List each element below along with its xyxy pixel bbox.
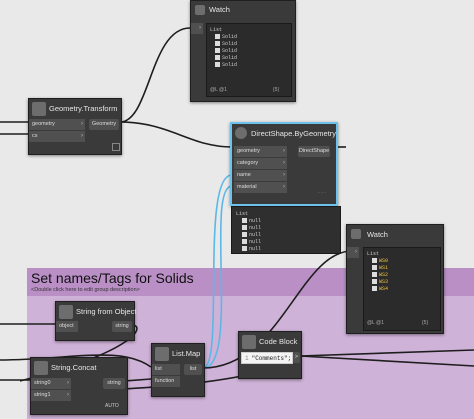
list-item: Solid — [215, 34, 237, 40]
list-map-icon — [155, 347, 169, 361]
group-title: Set names/Tags for Solids — [31, 270, 194, 286]
directshape-icon — [235, 127, 247, 139]
group-description[interactable]: <Double click here to edit group descrip… — [31, 287, 140, 293]
lacing-icon — [112, 143, 120, 151]
list-item: Solid — [215, 41, 237, 47]
watch-preview: List WS0 WS1 WS2 WS3 WS4 @L @1 {5} — [363, 247, 441, 331]
list-levels: @L @1 — [367, 320, 384, 326]
wire-transform-to-watch — [119, 27, 191, 123]
watch-node-header[interactable]: Watch — [347, 225, 443, 245]
wire-transform-to-brep — [119, 121, 233, 148]
list-count: {5} — [422, 320, 429, 326]
watch-node-top[interactable]: Watch › List Solid Solid Solid Solid Sol… — [190, 0, 296, 102]
node-title: Code Block — [259, 337, 298, 346]
line-number: 1 — [245, 355, 249, 362]
output-port-directshape[interactable]: DirectShape — [298, 146, 330, 157]
watch-preview: List Solid Solid Solid Solid Solid @L @1… — [206, 23, 292, 97]
list-item: WS4 — [372, 286, 388, 292]
node-header[interactable]: DirectShape.ByGeometry — [232, 124, 336, 144]
node-title: List.Map — [172, 349, 201, 358]
node-header[interactable]: String from Object — [56, 302, 137, 322]
list-levels: @L @1 — [210, 87, 227, 93]
node-title: String.Concat — [51, 363, 97, 372]
output-port-string[interactable]: string — [103, 378, 125, 389]
directshape-preview: List null null null null null — [231, 206, 341, 254]
list-count: {5} — [273, 87, 280, 93]
watch-icon — [351, 229, 361, 239]
node-title: DirectShape.ByGeometry — [251, 129, 337, 138]
list-item: Solid — [215, 62, 237, 68]
lacing-label[interactable]: AUTO — [105, 403, 119, 409]
code-block-icon — [242, 335, 256, 349]
input-port-name[interactable]: name› — [234, 170, 287, 181]
input-port-function[interactable]: function — [152, 376, 180, 387]
list-item: WS1 — [372, 265, 388, 271]
list-item: null — [242, 225, 261, 231]
input-port[interactable]: › — [347, 247, 359, 258]
output-port-code[interactable]: > — [293, 352, 300, 363]
watch-node-right[interactable]: Watch › List WS0 WS1 WS2 WS3 WS4 @L @1 {… — [346, 224, 444, 334]
list-item: WS0 — [372, 258, 388, 264]
input-port-material[interactable]: material› — [234, 182, 287, 193]
output-port-string[interactable]: string — [112, 321, 132, 332]
list-label: List — [210, 27, 223, 33]
watch-node-header[interactable]: Watch — [191, 1, 295, 21]
node-title: Geometry.Transform — [49, 104, 118, 113]
code-block-node[interactable]: Code Block 1"Comments"; > — [238, 331, 302, 379]
list-item: null — [242, 239, 261, 245]
watch-icon — [195, 5, 205, 15]
node-more-dots: ··· — [318, 190, 327, 196]
node-header[interactable]: Geometry.Transform — [29, 99, 121, 119]
list-item: Solid — [215, 55, 237, 61]
node-title: Watch — [209, 5, 230, 14]
input-port-object[interactable]: object — [56, 321, 78, 332]
list-label: List — [367, 251, 380, 257]
output-port-geometry[interactable]: Geometry — [89, 119, 119, 130]
list-map-node[interactable]: List.Map list function list — [151, 343, 205, 397]
list-item: WS3 — [372, 279, 388, 285]
input-port-list[interactable]: list — [152, 364, 180, 375]
input-port-geometry[interactable]: geometry› — [234, 146, 287, 157]
input-port-geometry[interactable]: geometry› — [29, 119, 85, 130]
string-icon — [59, 305, 73, 319]
input-port-category[interactable]: category› — [234, 158, 287, 169]
input-port-string1[interactable]: string1› — [31, 390, 71, 401]
node-title: String from Object — [76, 307, 137, 316]
list-item: Solid — [215, 48, 237, 54]
geometry-transform-node[interactable]: Geometry.Transform geometry› cs› Geometr… — [28, 98, 122, 155]
node-title: Watch — [367, 230, 388, 239]
node-header[interactable]: String.Concat — [31, 358, 127, 378]
node-header[interactable]: Code Block — [239, 332, 301, 352]
list-label: List — [236, 211, 249, 217]
list-item: null — [242, 232, 261, 238]
transform-icon — [32, 102, 46, 116]
input-port-string0[interactable]: string0› — [31, 378, 71, 389]
concat-icon — [34, 361, 48, 375]
input-port[interactable]: › — [191, 23, 203, 34]
string-from-object-node[interactable]: String from Object object string — [55, 301, 137, 341]
directshape-node[interactable]: DirectShape.ByGeometry geometry› categor… — [230, 122, 338, 206]
code-text: "Comments"; — [251, 355, 292, 362]
code-editor[interactable]: 1"Comments"; — [241, 352, 293, 364]
list-item: WS2 — [372, 272, 388, 278]
list-item: null — [242, 246, 261, 252]
output-port-list[interactable]: list — [184, 364, 202, 375]
string-concat-node[interactable]: String.Concat string0› string1› string A… — [30, 357, 128, 415]
node-header[interactable]: List.Map — [152, 344, 204, 364]
input-port-cs[interactable]: cs› — [29, 131, 85, 142]
list-item: null — [242, 218, 261, 224]
